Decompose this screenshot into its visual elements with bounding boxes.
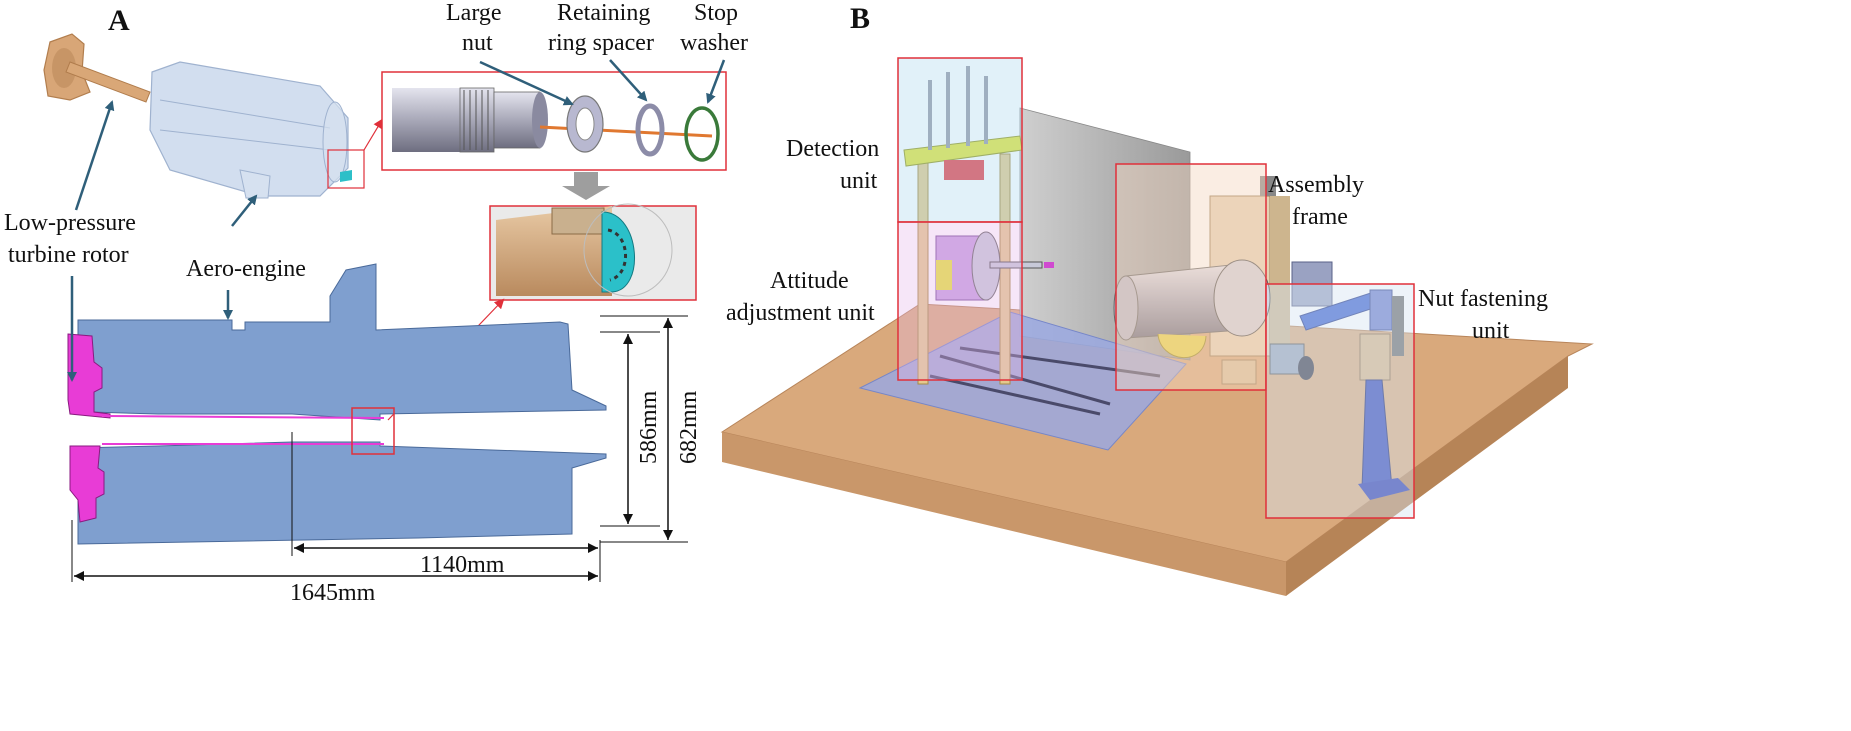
detail-leader-1 xyxy=(363,118,384,151)
lower-casing-section xyxy=(77,441,607,545)
assembled-detail-view xyxy=(489,203,697,301)
engine-cross-section xyxy=(67,263,607,545)
dim-682-label: 682mm xyxy=(676,390,702,464)
assembly-frame-model xyxy=(1113,176,1290,385)
assembly-frame-box xyxy=(1115,163,1267,391)
panel-b: B xyxy=(720,2,1594,596)
engine-3d-model xyxy=(43,33,365,199)
dim-586-label: 586mm xyxy=(636,390,662,464)
panel-a-letter: A xyxy=(108,4,130,37)
upper-casing-section xyxy=(77,263,607,421)
stop-washer-label: Stop washer xyxy=(680,0,748,56)
nut-fastening-unit-box xyxy=(1265,283,1415,519)
casing-arrow xyxy=(231,194,258,227)
assembly-frame-label: Assembly frame xyxy=(1268,172,1370,230)
detection-unit-label: Detection unit xyxy=(786,136,885,194)
spacer-arrow xyxy=(609,59,648,102)
washer-arrow xyxy=(706,59,726,104)
aero-engine-label: Aero-engine xyxy=(186,256,306,282)
dim-1645-label: 1645mm xyxy=(290,580,376,606)
linear-rails xyxy=(929,346,1161,416)
lpt-rotor-arrow xyxy=(74,100,115,211)
dimension-lines xyxy=(71,315,688,582)
nut-location-box xyxy=(351,407,395,455)
dim-1140-label: 1140mm xyxy=(420,552,505,578)
panel-a: A xyxy=(4,0,748,606)
attitude-adjustment-unit-box xyxy=(897,221,1023,381)
engine-detail-box xyxy=(327,149,365,189)
nut-fastening-unit-label: Nut fastening unit xyxy=(1418,286,1554,344)
panel-b-letter: B xyxy=(850,2,870,35)
base-table-front xyxy=(722,432,1286,596)
down-arrow xyxy=(562,172,610,200)
rail-platform xyxy=(858,311,1187,451)
attitude-adjustment-unit-label: Attitude adjustment unit xyxy=(726,268,875,326)
large-nut-label: Large nut xyxy=(446,0,508,56)
base-table-side xyxy=(1286,356,1568,596)
lpt-rotor-label: Low-pressure turbine rotor xyxy=(4,210,142,268)
large-nut-arrow xyxy=(479,60,574,106)
detection-unit-box xyxy=(897,57,1023,223)
upper-lpt-rotor-section xyxy=(67,333,111,419)
detection-attitude-assembly xyxy=(903,66,1054,385)
exploded-parts-view xyxy=(381,71,727,171)
lower-lpt-rotor-section xyxy=(69,445,105,523)
retaining-ring-spacer-label: Retaining ring spacer xyxy=(548,0,656,56)
